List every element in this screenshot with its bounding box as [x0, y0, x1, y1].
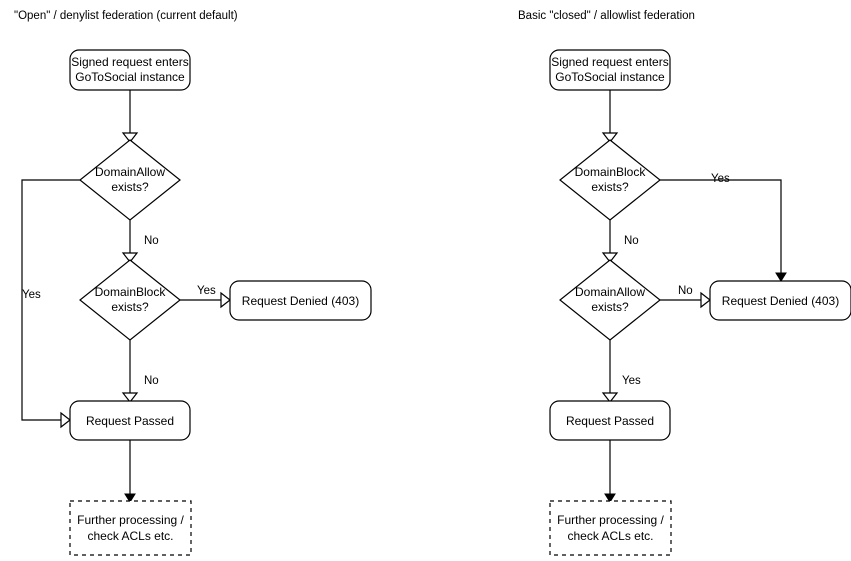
edge-passed-to-further: [124, 440, 136, 503]
node-label: Request Passed: [566, 414, 654, 428]
node-label-line1: DomainBlock: [575, 165, 647, 179]
node-label-line1: Further processing /: [77, 513, 184, 527]
node-box: [69, 500, 192, 556]
request-denied-node[interactable]: Request Denied (403): [709, 280, 851, 321]
domain-block-decision[interactable]: DomainBlock exists?: [79, 259, 181, 341]
edge-start-to-block: [601, 90, 619, 143]
edge-block-yes: Yes: [180, 285, 231, 309]
node-label-line1: Signed request enters: [551, 55, 668, 69]
panel-title: "Open" / denylist federation (current de…: [14, 10, 238, 22]
node-label: Request Denied (403): [722, 294, 839, 308]
domain-allow-decision[interactable]: DomainAllow exists?: [559, 259, 661, 341]
edge-label-no: No: [624, 235, 639, 247]
edge-label-yes: Yes: [711, 173, 730, 185]
node-label-line1: DomainBlock: [95, 285, 167, 299]
node-label-line1: Signed request enters: [71, 55, 188, 69]
node-label: Request Denied (403): [242, 294, 359, 308]
edge-block-yes: Yes: [660, 173, 787, 282]
edge-label-yes: Yes: [622, 375, 641, 387]
edge-allow-no: No: [660, 285, 711, 309]
node-box: [229, 280, 372, 321]
node-label-line2: exists?: [111, 180, 149, 194]
node-label: Request Passed: [86, 414, 174, 428]
node-label-line2: exists?: [111, 300, 149, 314]
node-label-line2: check ACLs etc.: [567, 529, 653, 543]
edge-label-no: No: [144, 375, 159, 387]
further-processing-node[interactable]: Further processing / check ACLs etc.: [69, 500, 192, 556]
request-denied-node[interactable]: Request Denied (403): [229, 280, 372, 321]
edge-block-no: No: [121, 340, 159, 403]
edge-label-yes: Yes: [22, 289, 41, 301]
node-box: [709, 280, 851, 321]
node-label-line2: GoToSocial instance: [75, 70, 185, 84]
edge-passed-to-further: [604, 440, 616, 503]
node-label-line2: check ACLs etc.: [87, 529, 173, 543]
node-label-line1: Further processing /: [557, 513, 664, 527]
node-label-line1: DomainAllow: [575, 285, 645, 299]
domain-allow-decision[interactable]: DomainAllow exists?: [79, 139, 181, 221]
edge-start-to-allow: [121, 90, 139, 143]
edge-label-no: No: [144, 235, 159, 247]
edge-block-no: No: [601, 220, 639, 263]
node-label-line1: DomainAllow: [95, 165, 165, 179]
request-passed-node[interactable]: Request Passed: [69, 400, 191, 441]
edge-allow-yes: Yes: [601, 340, 641, 403]
node-box: [549, 500, 672, 556]
further-processing-node[interactable]: Further processing / check ACLs etc.: [549, 500, 672, 556]
edge-label-yes: Yes: [197, 285, 216, 297]
node-label-line2: GoToSocial instance: [555, 70, 665, 84]
request-passed-node[interactable]: Request Passed: [549, 400, 671, 441]
node-label-line2: exists?: [591, 180, 629, 194]
edge-allow-no: No: [121, 220, 159, 263]
panel-title: Basic "closed" / allowlist federation: [518, 10, 695, 22]
edge-label-no: No: [678, 285, 693, 297]
node-label-line2: exists?: [591, 300, 629, 314]
signed-request-node[interactable]: Signed request enters GoToSocial instanc…: [549, 49, 671, 91]
edge-allow-yes: Yes: [21, 179, 80, 429]
panel-closed-allowlist: Basic "closed" / allowlist federation Si…: [518, 10, 851, 556]
domain-block-decision[interactable]: DomainBlock exists?: [559, 139, 661, 221]
signed-request-node[interactable]: Signed request enters GoToSocial instanc…: [69, 49, 191, 91]
panel-open-denylist: "Open" / denylist federation (current de…: [14, 10, 372, 556]
